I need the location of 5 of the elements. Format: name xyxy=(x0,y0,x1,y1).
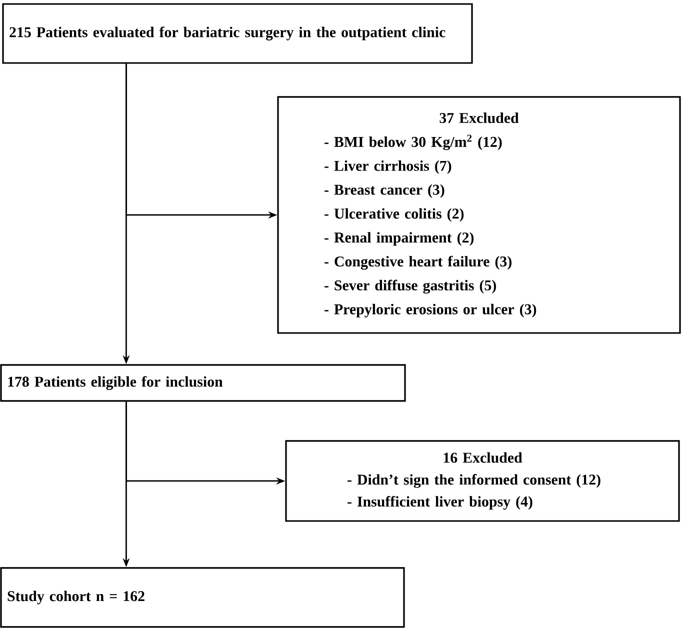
exclusion-box: 37 Excluded - BMI below 30 Kg/m$^{2}$ (12) - Liver cirrhosis (7) - Breast cancer (3) - Ulcerative colitis (2) - Renal impairment (2) - Congestive heart failure (3) - Sever diffuse gastritis (5) - Prepyloric erosions or ulcer (3) xyxy=(277,96,681,334)
process-box: 178 Patients eligible for inclusion xyxy=(0,364,406,402)
exclusion-box: 16 Excluded - Didn’t sign the informed consent (12) - Insufficient liver biopsy (4) xyxy=(285,440,680,522)
process-box: 215 Patients evaluated for bariatric surgery in the outpatient clinic xyxy=(2,3,473,64)
process-box: Study cohort n = 162 xyxy=(0,567,405,628)
